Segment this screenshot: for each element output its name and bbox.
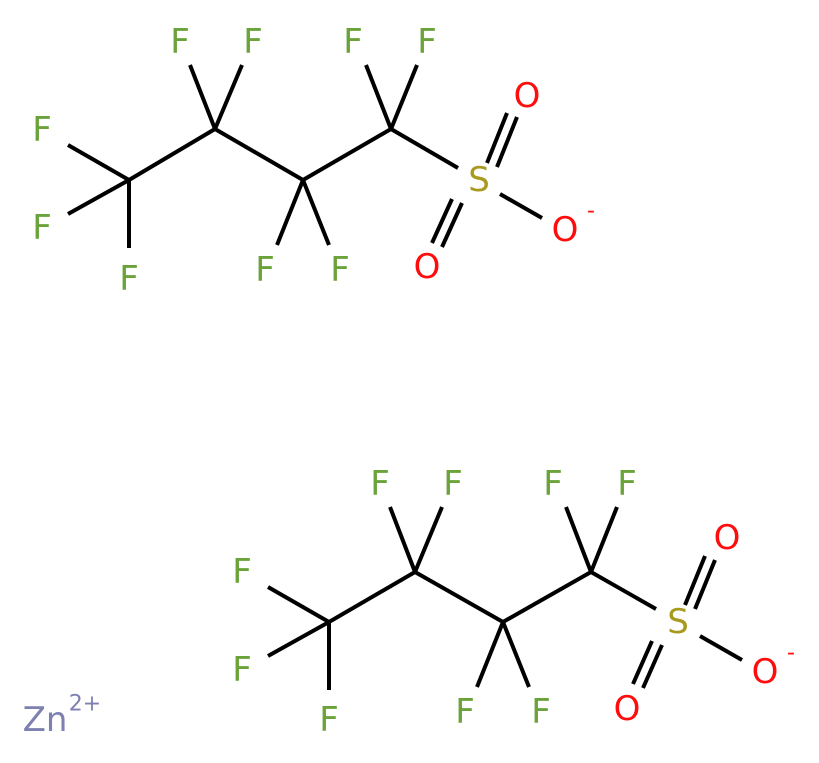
bond-s-o-double	[485, 112, 509, 164]
charge-minus: -	[787, 641, 795, 666]
atom-f: F	[319, 700, 339, 740]
atom-o: O	[714, 518, 741, 558]
atom-f: F	[232, 650, 252, 690]
bond-c4-f	[267, 620, 330, 658]
bond-c2-f	[301, 179, 331, 246]
charge-zn: 2+	[69, 692, 101, 717]
bond-s-o-double	[430, 198, 454, 244]
atom-o: O	[514, 76, 541, 116]
charge-minus: -	[587, 199, 595, 224]
atom-f: F	[330, 250, 350, 290]
bond-s-o-double	[495, 116, 519, 168]
bond-c3-f	[388, 506, 417, 573]
bond-c1-s	[389, 127, 460, 170]
atom-zn: Zn	[23, 700, 68, 740]
bond-c1-s	[590, 570, 657, 611]
bond-c3-c2	[414, 570, 504, 624]
atom-f: F	[255, 250, 275, 290]
anion-1: F F F F F F F F F S O O O -	[32, 22, 595, 299]
atom-f: F	[343, 22, 363, 62]
atom-f: F	[617, 464, 637, 504]
bond-s-o-single	[499, 192, 543, 220]
bond-c2-c1	[502, 570, 592, 624]
atom-f: F	[232, 552, 252, 592]
atom-f: F	[443, 464, 463, 504]
atom-f: F	[32, 208, 52, 248]
zinc-cation: Zn 2+	[23, 692, 102, 741]
bond-c3-f	[188, 64, 217, 130]
atom-f: F	[119, 259, 139, 299]
atom-o: O	[414, 247, 441, 287]
bond-c1-f	[364, 64, 393, 130]
atom-f: F	[32, 110, 52, 150]
atom-o: O	[552, 210, 579, 250]
bond-c4-f	[67, 143, 130, 182]
bond-c4-f	[67, 178, 130, 216]
atom-f: F	[243, 22, 263, 62]
atom-o: O	[614, 689, 641, 729]
atom-f: F	[455, 692, 475, 732]
bond-s-o-double	[683, 555, 707, 606]
anion-2: F F F F F F F F F S O O O -	[232, 464, 795, 740]
bond-c4-c3	[327, 570, 417, 624]
atom-s: S	[468, 160, 490, 200]
atom-o: O	[752, 652, 779, 692]
bond-c2-c1	[301, 127, 393, 182]
bond-c3-c2	[213, 127, 305, 182]
bond-s-o-double	[440, 202, 464, 248]
bond-c1-f	[564, 506, 593, 573]
bond-c3-f	[413, 506, 444, 573]
bond-c2-f	[475, 621, 505, 688]
atom-f: F	[170, 22, 190, 62]
atom-f: F	[543, 464, 563, 504]
bond-s-o-double	[693, 559, 717, 610]
bond-s-o-double	[631, 640, 654, 685]
bond-s-o-single	[699, 634, 743, 662]
bond-c3-f	[213, 64, 244, 130]
atom-f: F	[370, 464, 390, 504]
bond-c1-f	[389, 64, 419, 130]
atom-s: S	[667, 602, 689, 642]
bond-c1-f	[589, 506, 619, 573]
bond-c2-f	[275, 179, 305, 246]
bond-c2-f	[501, 621, 531, 688]
atom-f: F	[417, 22, 437, 62]
bond-s-o-double	[641, 644, 664, 689]
bond-c4-f	[267, 585, 330, 624]
atom-f: F	[531, 692, 551, 732]
bond-c4-c3	[127, 127, 217, 182]
